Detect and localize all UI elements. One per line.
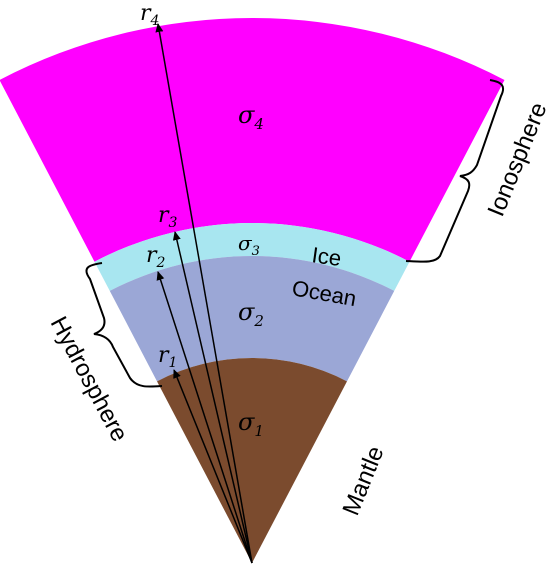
- sigma-2-label: σ2: [238, 298, 264, 330]
- ice-label: Ice: [310, 242, 343, 271]
- sigma-1-label: σ1: [238, 408, 264, 440]
- ionosphere-layer: [0, 18, 505, 262]
- r4-label: r4: [140, 1, 159, 29]
- r3-arrow: [172, 231, 253, 564]
- r4-arrow: [155, 23, 253, 564]
- r1-arrow: [173, 369, 253, 564]
- mantle-layer: [157, 358, 347, 563]
- r2-label: r2: [146, 243, 166, 271]
- r1-label: r1: [158, 343, 177, 371]
- r3-label: r3: [158, 203, 178, 231]
- ionosphere-brace: [405, 79, 505, 263]
- mantle-label: Mantle: [338, 442, 390, 519]
- hydrosphere-brace: [85, 262, 163, 388]
- ocean-layer: [109, 256, 395, 382]
- r2-arrow: [156, 271, 253, 564]
- hydrosphere-label: Hydrosphere: [45, 312, 133, 446]
- sigma-4-label: σ4: [238, 101, 264, 133]
- sigma-3-label: σ3: [238, 231, 260, 259]
